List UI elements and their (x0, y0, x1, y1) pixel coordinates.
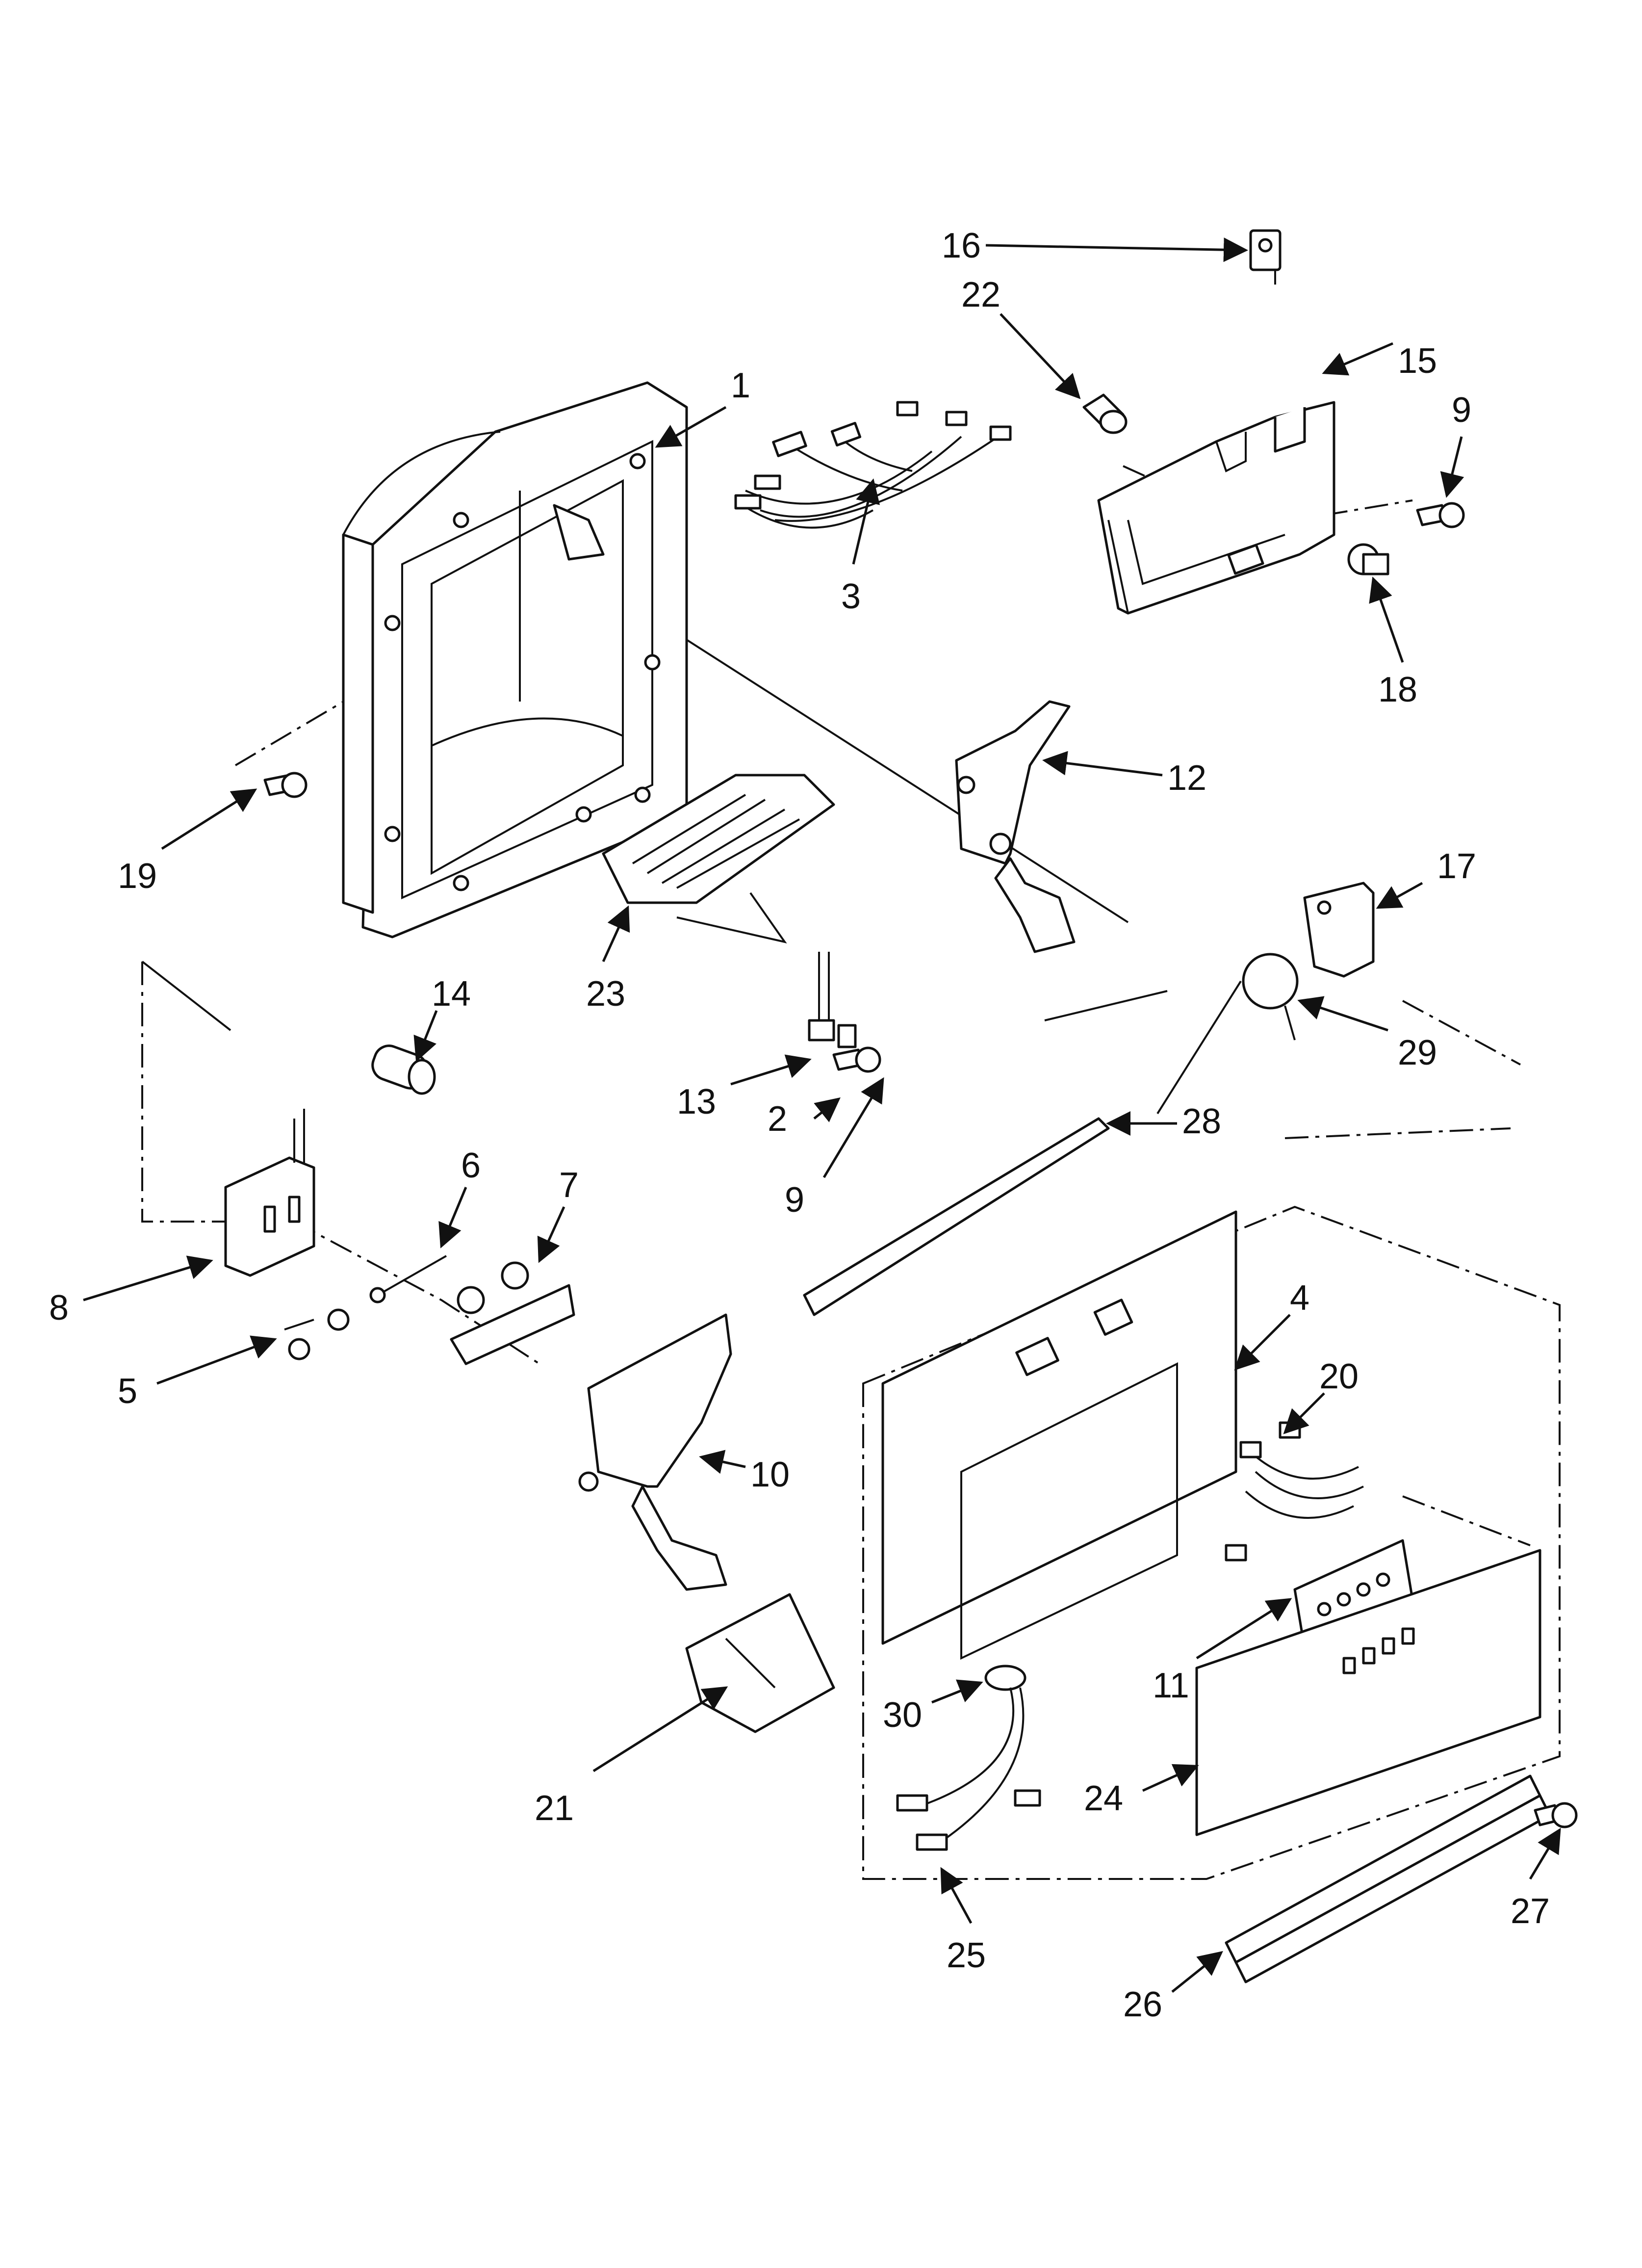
callout-7[interactable]: 7 (559, 1166, 579, 1205)
chute-door-part (578, 1313, 732, 1591)
callout-29[interactable]: 29 (1398, 1033, 1437, 1072)
callout-11[interactable]: 11 (1153, 1666, 1189, 1705)
callout-8[interactable]: 8 (49, 1288, 69, 1328)
assembly-lines (141, 441, 1561, 1880)
motor-part (1156, 953, 1299, 1115)
callout-2[interactable]: 2 (768, 1099, 787, 1139)
callout-14[interactable]: 14 (432, 974, 471, 1014)
callout-19[interactable]: 19 (118, 857, 157, 896)
leader-arrows (83, 237, 1561, 1993)
callout-30[interactable]: 30 (883, 1695, 922, 1735)
callout-6[interactable]: 6 (461, 1146, 481, 1185)
callout-26[interactable]: 26 (1123, 1985, 1162, 2024)
callout-27[interactable]: 27 (1511, 1892, 1550, 1931)
callout-10[interactable]: 10 (750, 1455, 790, 1494)
mounting-bracket-part (1303, 882, 1375, 978)
screw-part-upper (1416, 502, 1465, 528)
callout-4[interactable]: 4 (1290, 1278, 1309, 1318)
callout-18[interactable]: 18 (1378, 670, 1417, 709)
sensor-harness-part (896, 1665, 1041, 1851)
front-panel-part (881, 1210, 1237, 1660)
callout-25[interactable]: 25 (947, 1936, 986, 1975)
dispenser-bracket-part (1097, 401, 1335, 615)
screw-part-left (263, 772, 308, 798)
callout-9-upper[interactable]: 9 (1452, 391, 1471, 430)
springs-part (284, 1308, 350, 1360)
clip-part (808, 952, 835, 1042)
callout-21[interactable]: 21 (535, 1789, 574, 1828)
callout-3[interactable]: 3 (841, 577, 861, 616)
hinge-part (450, 1261, 575, 1365)
funnel-part (685, 1593, 835, 1733)
callout-16[interactable]: 16 (942, 226, 981, 265)
pin-part (369, 1255, 447, 1303)
callout-24[interactable]: 24 (1084, 1779, 1123, 1818)
spacer-part (837, 1024, 857, 1048)
lamp-socket-part (1347, 543, 1389, 575)
callout-15[interactable]: 15 (1398, 341, 1437, 381)
plug-part (1082, 393, 1128, 434)
screw-part-right (1534, 1802, 1578, 1828)
trim-strip-part (803, 1117, 1110, 1316)
callout-17[interactable]: 17 (1437, 847, 1476, 886)
screw-part-lower (832, 1046, 881, 1073)
dispenser-motor-part (224, 1109, 315, 1277)
callout-23[interactable]: 23 (586, 974, 625, 1014)
callout-22[interactable]: 22 (961, 275, 1001, 314)
dispenser-housing-part (342, 381, 688, 938)
callout-28[interactable]: 28 (1182, 1102, 1221, 1141)
callout-1[interactable]: 1 (731, 366, 750, 405)
callout-9-lower[interactable]: 9 (785, 1180, 804, 1220)
actuator-lever-part (955, 700, 1076, 953)
solenoid-part (371, 1044, 436, 1095)
callout-13[interactable]: 13 (677, 1082, 716, 1121)
callout-5[interactable]: 5 (118, 1372, 137, 1411)
drip-tray-part (602, 774, 835, 904)
wire-harness-part (734, 401, 1012, 529)
callout-labels: 1 2 3 4 5 6 7 8 9 9 10 11 12 13 14 15 16… (49, 226, 1550, 2024)
switch-part (1249, 229, 1282, 285)
control-wiring-part (1225, 1421, 1364, 1562)
callout-20[interactable]: 20 (1319, 1357, 1359, 1396)
callout-12[interactable]: 12 (1167, 758, 1206, 798)
